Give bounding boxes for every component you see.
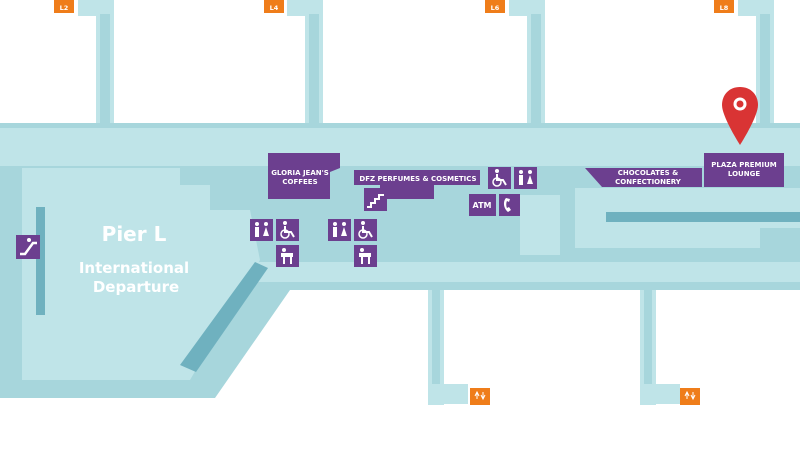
gate-connectors-top: [78, 0, 774, 125]
atm-label: ATM: [473, 201, 492, 210]
gate-badge-top[interactable]: L2: [54, 0, 74, 13]
gate-badge-top[interactable]: L4: [264, 0, 284, 13]
restroom-icon: [250, 219, 273, 241]
lounge-plaza-line1: PLAZA PREMIUM: [711, 161, 776, 169]
restroom-icon: [328, 219, 351, 241]
atm-icon: ATM: [469, 194, 496, 216]
gate-arrow-icon: [684, 390, 696, 401]
gate-badge-top[interactable]: L8: [714, 0, 734, 13]
pier-subtitle-line1: International: [79, 259, 189, 277]
lounge-plaza-line2: LOUNGE: [728, 170, 760, 178]
shop-chocolates[interactable]: CHOCOLATES & CONFECTIONERY: [585, 168, 702, 187]
location-pin-icon[interactable]: [722, 87, 758, 145]
gate-label: L6: [491, 4, 500, 12]
stairs-icon: [364, 188, 387, 211]
accessible-icon: [354, 219, 377, 241]
baby-change-icon: [276, 245, 299, 267]
gate-label: L2: [60, 4, 69, 12]
gate-arrow-icon: [474, 390, 486, 401]
lounge-plaza-premium[interactable]: PLAZA PREMIUM LOUNGE: [704, 153, 784, 187]
shop-gloria-line2: COFFEES: [282, 178, 317, 186]
shop-gloria-line1: GLORIA JEAN'S: [271, 169, 329, 177]
terminal-body: [0, 123, 800, 398]
telephone-icon: [499, 194, 520, 216]
shop-gloria-jeans[interactable]: GLORIA JEAN'S COFFEES: [268, 153, 340, 199]
pier-subtitle-line2: Departure: [93, 278, 179, 296]
escalator-icon: [16, 235, 40, 259]
gate-badge-top[interactable]: L6: [485, 0, 505, 13]
shop-chocolates-line1: CHOCOLATES &: [618, 169, 679, 177]
gate-label: L4: [270, 4, 279, 12]
baby-change-icon: [354, 245, 377, 267]
gate-connectors-bottom: [428, 290, 680, 405]
accessible-icon: [276, 219, 299, 241]
shop-dfz-label: DFZ PERFUMES & COSMETICS: [359, 175, 476, 183]
gate-label: L8: [720, 4, 729, 12]
shop-chocolates-line2: CONFECTIONERY: [615, 178, 682, 186]
restroom-icon: [514, 167, 537, 189]
pier-title: Pier L: [102, 222, 167, 246]
accessible-icon: [488, 167, 511, 189]
